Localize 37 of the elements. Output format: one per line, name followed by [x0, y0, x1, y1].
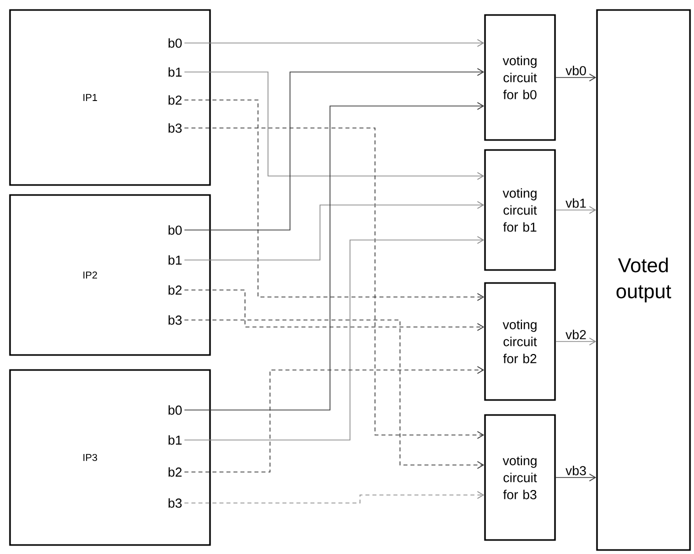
pin-label: b2	[168, 95, 182, 105]
pin-label: b0	[168, 405, 182, 415]
arrow	[184, 68, 484, 230]
pin-label: b1	[168, 255, 182, 265]
pin-label: b3	[168, 315, 182, 325]
arrow	[184, 72, 484, 180]
pin-label: b3	[168, 123, 182, 133]
pin-label: b2	[168, 285, 182, 295]
voted-output-box: Voted output	[596, 9, 691, 551]
arrow	[555, 74, 596, 82]
arrow	[184, 102, 484, 410]
pin-label: b2	[168, 467, 182, 477]
pin-label: b1	[168, 67, 182, 77]
pin-label: b1	[168, 435, 182, 445]
edge-label: vb2	[564, 328, 588, 340]
pin-label: b0	[168, 225, 182, 235]
arrow	[555, 474, 596, 482]
arrow	[184, 236, 484, 440]
arrow	[184, 100, 484, 301]
voting-circuit-box: voting circuit for b0	[484, 14, 556, 141]
voting-circuit-box: voting circuit for b1	[484, 149, 556, 271]
arrow	[184, 128, 484, 439]
arrow	[555, 206, 596, 214]
edge-label: vb1	[564, 197, 588, 209]
arrow	[555, 338, 596, 346]
pin-label: b0	[168, 38, 182, 48]
edge-label: vb0	[564, 64, 588, 76]
arrow	[184, 39, 484, 47]
arrow	[184, 366, 484, 472]
arrow	[184, 491, 484, 504]
arrow	[184, 290, 484, 331]
pin-label: b3	[168, 498, 182, 508]
edge-label: vb3	[564, 464, 588, 476]
voting-circuit-box: voting circuit for b2	[484, 282, 556, 401]
arrow	[184, 201, 484, 260]
arrow	[184, 320, 484, 469]
voting-circuit-box: voting circuit for b3	[484, 414, 556, 541]
